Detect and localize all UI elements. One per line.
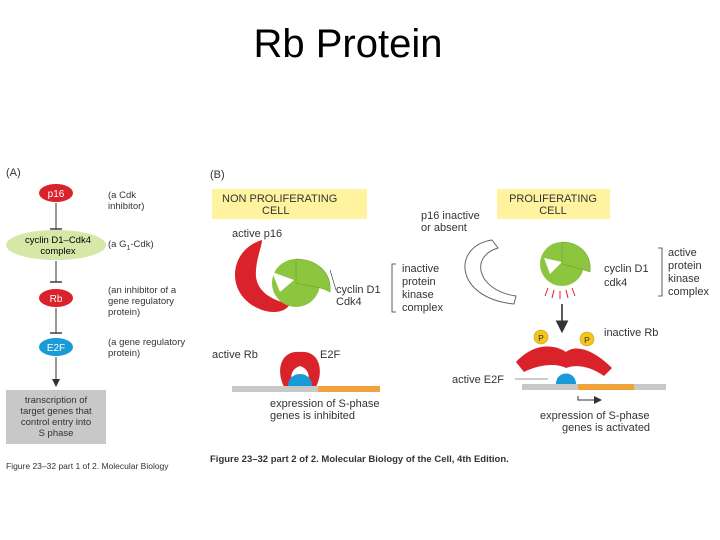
inactive-complex-line-3: kinase xyxy=(402,289,434,301)
proliferating-line-2: CELL xyxy=(539,205,567,217)
p16-note-1: (a Cdk xyxy=(108,190,136,201)
non-proliferating-box xyxy=(212,189,367,219)
phosphate-right-label: P xyxy=(584,335,590,345)
cyclin-cdk4-label-1: cyclin D1–Cdk4 xyxy=(25,235,91,246)
p16-absent-line-2: or absent xyxy=(421,222,467,234)
gene-right-orange xyxy=(578,384,634,390)
active-complex-line-1: active xyxy=(668,247,697,259)
outcome-line-2: target genes that xyxy=(20,406,92,417)
cyclin-left-pointer xyxy=(329,269,337,291)
gene-left-orange xyxy=(318,386,380,392)
cyclin-note: (a G1-Cdk) xyxy=(108,239,154,252)
cyclin-d1-left-label: cyclin D1 xyxy=(336,284,381,296)
cdk4-left-shape xyxy=(295,258,331,293)
inactive-complex-line-4: complex xyxy=(402,302,443,314)
inactive-complex-line-1: inactive xyxy=(402,263,439,275)
cyclin-cdk4-label-2: complex xyxy=(40,246,76,257)
phosphate-right xyxy=(579,331,595,347)
panel-a-label: (A) xyxy=(6,167,21,179)
cyclin-cdk4-node xyxy=(6,230,106,260)
rb-note-3: protein) xyxy=(108,307,140,318)
rb-note-1: (an inhibitor of a xyxy=(108,285,177,296)
inactive-rb-shape xyxy=(516,346,612,376)
e2f-node xyxy=(39,338,73,356)
kinase-activity-marks xyxy=(544,287,576,299)
active-complex-bracket xyxy=(658,247,663,297)
inactive-rb-label: inactive Rb xyxy=(604,327,658,339)
e2f-bound-shape xyxy=(288,374,312,386)
outcome-line-4: S phase xyxy=(39,428,74,439)
inhibited-line-2: genes is inhibited xyxy=(270,410,355,422)
outcome-box xyxy=(6,390,106,444)
panel-b-label: (B) xyxy=(210,169,225,181)
activated-line-2: genes is activated xyxy=(562,422,650,434)
proliferating-box xyxy=(497,189,610,219)
right-complex-notch xyxy=(544,258,562,274)
rb-node xyxy=(39,289,73,307)
active-complex-line-4: complex xyxy=(668,286,709,298)
left-complex-notch xyxy=(272,272,294,292)
p16-node-label: p16 xyxy=(48,189,65,200)
p16-note-2: inhibitor) xyxy=(108,201,144,212)
active-complex-line-3: kinase xyxy=(668,273,700,285)
slide-title: Rb Protein xyxy=(253,22,443,66)
e2f-note-1: (a gene regulatory xyxy=(108,337,185,348)
phosphate-left xyxy=(533,329,549,345)
panel-b-caption: Figure 23–32 part 2 of 2. Molecular Biol… xyxy=(210,454,509,465)
e2f-note-2: protein) xyxy=(108,348,140,359)
rb-node-label: Rb xyxy=(50,294,63,305)
cdk4-right-shape xyxy=(561,241,591,273)
active-complex-line-2: protein xyxy=(668,260,702,272)
active-e2f-label: active E2F xyxy=(452,374,504,386)
inactive-complex-line-2: protein xyxy=(402,276,436,288)
e2f-left-label: E2F xyxy=(320,349,340,361)
p16-node xyxy=(39,184,73,202)
dna-left-gray xyxy=(232,386,380,392)
activated-line-1: expression of S-phase xyxy=(540,410,649,422)
p16-absent-line-1: p16 inactive xyxy=(421,210,480,222)
panel-a-caption: Figure 23–32 part 1 of 2. Molecular Biol… xyxy=(6,461,169,471)
cdk4-left-label: Cdk4 xyxy=(336,296,362,308)
transcription-arrow xyxy=(577,396,602,404)
outcome-line-3: control entry into xyxy=(21,417,91,428)
active-rb-label: active Rb xyxy=(212,349,258,361)
inhibited-line-1: expression of S-phase xyxy=(270,398,379,410)
rb-note-2: gene regulatory xyxy=(108,296,174,307)
outcome-line-1: transcription of xyxy=(25,395,88,406)
e2f-free-shape xyxy=(556,373,576,384)
e2f-node-label: E2F xyxy=(47,343,65,354)
phosphate-left-label: P xyxy=(538,333,544,343)
cdk4-right-label: cdk4 xyxy=(604,277,627,289)
proliferating-line-1: PROLIFERATING xyxy=(509,193,597,205)
inactive-p16-outline xyxy=(464,239,517,305)
cyclin-d1-right-label: cyclin D1 xyxy=(604,263,649,275)
active-p16-shape xyxy=(234,240,290,312)
non-proliferating-line-1: NON PROLIFERATING xyxy=(222,193,337,205)
inactive-complex-bracket xyxy=(391,263,396,313)
non-proliferating-line-2: CELL xyxy=(262,205,290,217)
active-p16-label: active p16 xyxy=(232,228,282,240)
